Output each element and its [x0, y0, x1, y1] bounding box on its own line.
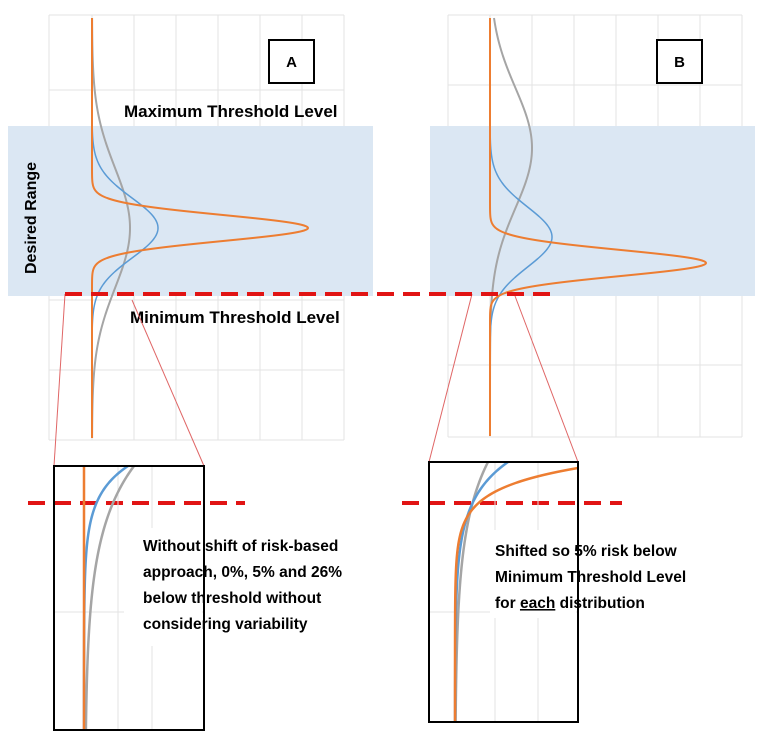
zoom-line-b-right: [514, 295, 579, 463]
panel-b-label-box: [656, 39, 703, 84]
zoom-box-b: [428, 461, 579, 723]
minimum-threshold-label: Minimum Threshold Level: [130, 308, 340, 327]
panel-a-label: A: [286, 54, 297, 71]
zoom-b-orange-curve: [453, 466, 578, 722]
panel-a-orange-curve: [91, 18, 310, 438]
panel-a-gray-curve: [91, 17, 132, 439]
zoom-a-gray-curve: [84, 465, 136, 730]
zoom-b-emphasis: each: [520, 595, 555, 612]
desired-range-band-b: [430, 126, 755, 296]
panel-a-label-box: [268, 39, 315, 84]
maximum-threshold-label: Maximum Threshold Level: [124, 102, 338, 121]
desired-range-label: Desired Range: [23, 162, 40, 274]
panel-b-label: B: [674, 54, 685, 71]
zoom-line-a-right: [131, 299, 205, 467]
panel-b-orange-curve: [489, 18, 708, 436]
zoom-line-b-left: [428, 293, 473, 463]
zoom-box-a: [53, 464, 205, 731]
zoom-a-caption: Without shift of risk-based approach, 0%…: [143, 538, 346, 633]
zoom-line-a-left: [53, 293, 66, 467]
zoom-b-caption: Shifted so 5% risk below Minimum Thresho…: [495, 543, 691, 612]
